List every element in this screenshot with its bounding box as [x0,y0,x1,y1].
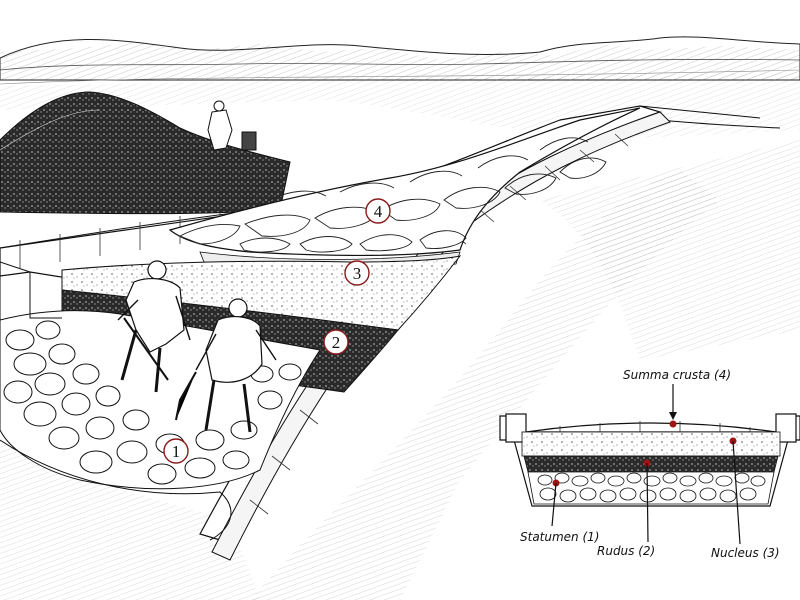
stone-pile [0,91,291,215]
distant-worker [207,100,257,151]
background-hills [0,36,800,85]
marker-2-label: 2 [332,333,341,352]
trench-wall [0,250,62,320]
worker-right [175,298,277,433]
label-statumen: Statumen (1) [520,530,599,544]
field-grass [0,72,800,600]
section-nucleus [521,431,781,457]
marker-1-label: 1 [172,442,181,461]
marker-4: 4 [365,198,391,224]
right-curb-block [775,413,797,443]
marker-3-label: 3 [353,264,362,283]
ground-line [0,439,232,541]
marker-3: 3 [344,260,370,286]
marker-4-label: 4 [374,202,383,221]
dot-summa [669,420,677,428]
marker-2: 2 [323,329,349,355]
marker-1: 1 [163,438,189,464]
label-rudus: Rudus (2) [597,544,655,558]
label-nucleus: Nucleus (3) [711,546,780,560]
cross-section-diagram: Summa crusta (4) Statumen (1) Rudus (2) … [499,368,800,560]
left-curb-block [505,413,527,443]
worker-left [117,260,191,393]
section-rudus [523,455,779,473]
label-summa-crusta: Summa crusta (4) [623,368,731,382]
